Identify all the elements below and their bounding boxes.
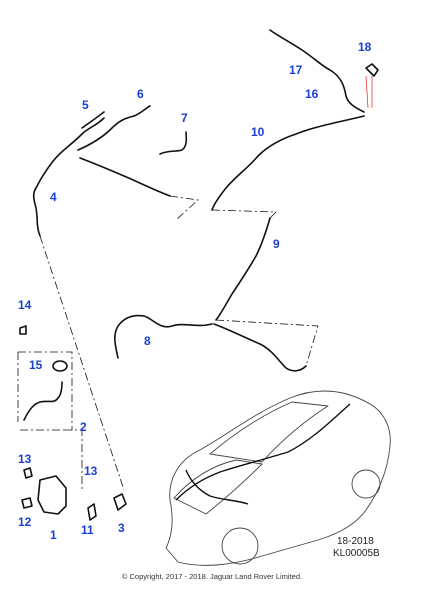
callout-7: 7 (181, 111, 188, 125)
cap-18-leader (365, 75, 373, 109)
hose-8 (114, 314, 213, 359)
copyright-notice: © Copyright, 2017 - 2018. Jaguar Land Ro… (121, 572, 303, 581)
callout-5: 5 (82, 98, 89, 112)
vehicle-windshield (209, 401, 329, 463)
hose-10-run (211, 115, 365, 211)
vehicle-wheel-front (221, 527, 259, 565)
nozzle-15 (52, 360, 68, 372)
callout-18: 18 (358, 40, 372, 54)
hose-8-run (213, 323, 307, 372)
hose-4 (32, 117, 105, 237)
hose-2 (23, 381, 63, 421)
hose-6 (77, 105, 151, 151)
callout-13-right: 13 (84, 464, 98, 478)
hose-9 (215, 217, 271, 321)
connector-13 (23, 467, 33, 479)
callout-11: 11 (81, 523, 94, 537)
vehicle-wheel-rear (351, 469, 381, 499)
callout-13-left: 13 (18, 452, 32, 466)
callout-1: 1 (50, 528, 57, 542)
callout-2: 2 (80, 420, 87, 434)
pump-3 (113, 493, 127, 511)
reservoir-1 (37, 475, 67, 515)
hose-10 (269, 29, 365, 113)
callout-14: 14 (18, 298, 32, 312)
vehicle-hose-routing (175, 403, 351, 505)
callout-16: 16 (305, 87, 319, 101)
connector-12 (21, 497, 33, 509)
reference-date: 18-2018 (337, 536, 374, 547)
vehicle-bonnet (173, 459, 263, 515)
callout-9: 9 (273, 237, 280, 251)
callout-12: 12 (18, 515, 32, 529)
connector-11 (87, 503, 97, 521)
callout-17: 17 (289, 63, 303, 77)
callout-4: 4 (50, 190, 57, 204)
hose-7 (159, 131, 188, 155)
callout-3: 3 (118, 521, 125, 535)
hose-5 (81, 111, 105, 129)
cap-18 (365, 63, 379, 77)
hose-6-run (79, 157, 171, 197)
callout-15: 15 (29, 358, 43, 372)
callout-8: 8 (144, 334, 151, 348)
vehicle-outline (165, 390, 391, 566)
leader-lines (17, 195, 319, 492)
callout-6: 6 (137, 87, 144, 101)
callout-10: 10 (251, 125, 265, 139)
connector-14 (19, 325, 27, 335)
reference-code: KL00005B (333, 548, 380, 559)
